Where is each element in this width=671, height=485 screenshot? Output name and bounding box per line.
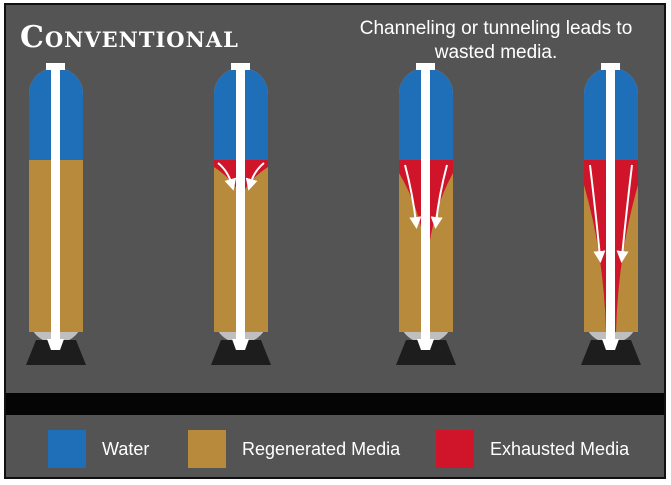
diagram-frame: Conventional Channeling or tunneling lea… xyxy=(4,3,666,479)
column-1-foot xyxy=(26,340,86,365)
column-1-flow-tube-top xyxy=(46,63,65,70)
column-4-flow-tube-top xyxy=(601,63,620,70)
caption-line-2: wasted media. xyxy=(434,42,558,63)
legend-swatch-regenerated-media xyxy=(188,430,226,468)
column-4-flow-tube xyxy=(606,65,615,350)
column-2-flow-arrow-left xyxy=(217,162,237,191)
column-4-distributor xyxy=(602,339,619,350)
diagram-area: Conventional Channeling or tunneling lea… xyxy=(6,5,664,393)
legend-item-exhausted-media: Exhausted Media xyxy=(436,429,629,469)
legend: Water Regenerated Media Exhausted Media xyxy=(6,415,664,477)
column-2-flow-tube xyxy=(236,65,245,350)
column-2-distributor xyxy=(232,339,249,350)
column-3 xyxy=(396,63,456,365)
column-4-flow-arrow-left xyxy=(589,164,606,263)
column-3-flow-arrow-right xyxy=(430,164,448,229)
column-2-flow-arrow-right xyxy=(245,162,265,191)
diagram-caption: Channeling or tunneling leads to wasted … xyxy=(338,17,654,65)
legend-label-exhausted-media: Exhausted Media xyxy=(490,438,630,459)
legend-item-regenerated-media: Regenerated Media xyxy=(188,429,400,469)
column-3-flow-arrow-left xyxy=(404,164,422,229)
column-1-distributor xyxy=(47,339,64,350)
column-3-foot xyxy=(396,340,456,365)
legend-swatch-water xyxy=(48,430,86,468)
column-1 xyxy=(26,63,86,365)
column-3-distributor xyxy=(417,339,434,350)
diagram-title: Conventional xyxy=(20,20,239,55)
legend-swatch-exhausted-media xyxy=(436,430,474,468)
caption-line-1: Channeling or tunneling leads to xyxy=(359,18,633,39)
column-2 xyxy=(211,63,271,365)
legend-label-regenerated-media: Regenerated Media xyxy=(242,438,401,459)
column-4-foot xyxy=(581,340,641,365)
column-4-flow-arrow-right xyxy=(616,164,633,263)
column-3-flow-tube xyxy=(421,65,430,350)
legend-item-water: Water xyxy=(48,429,149,469)
columns-illustration xyxy=(26,63,641,365)
legend-label-water: Water xyxy=(102,438,150,459)
column-1-flow-tube xyxy=(51,65,60,350)
column-2-foot xyxy=(211,340,271,365)
column-3-flow-tube-top xyxy=(416,63,435,70)
column-4 xyxy=(581,63,641,365)
column-2-flow-tube-top xyxy=(231,63,250,70)
divider-bar xyxy=(6,393,664,415)
